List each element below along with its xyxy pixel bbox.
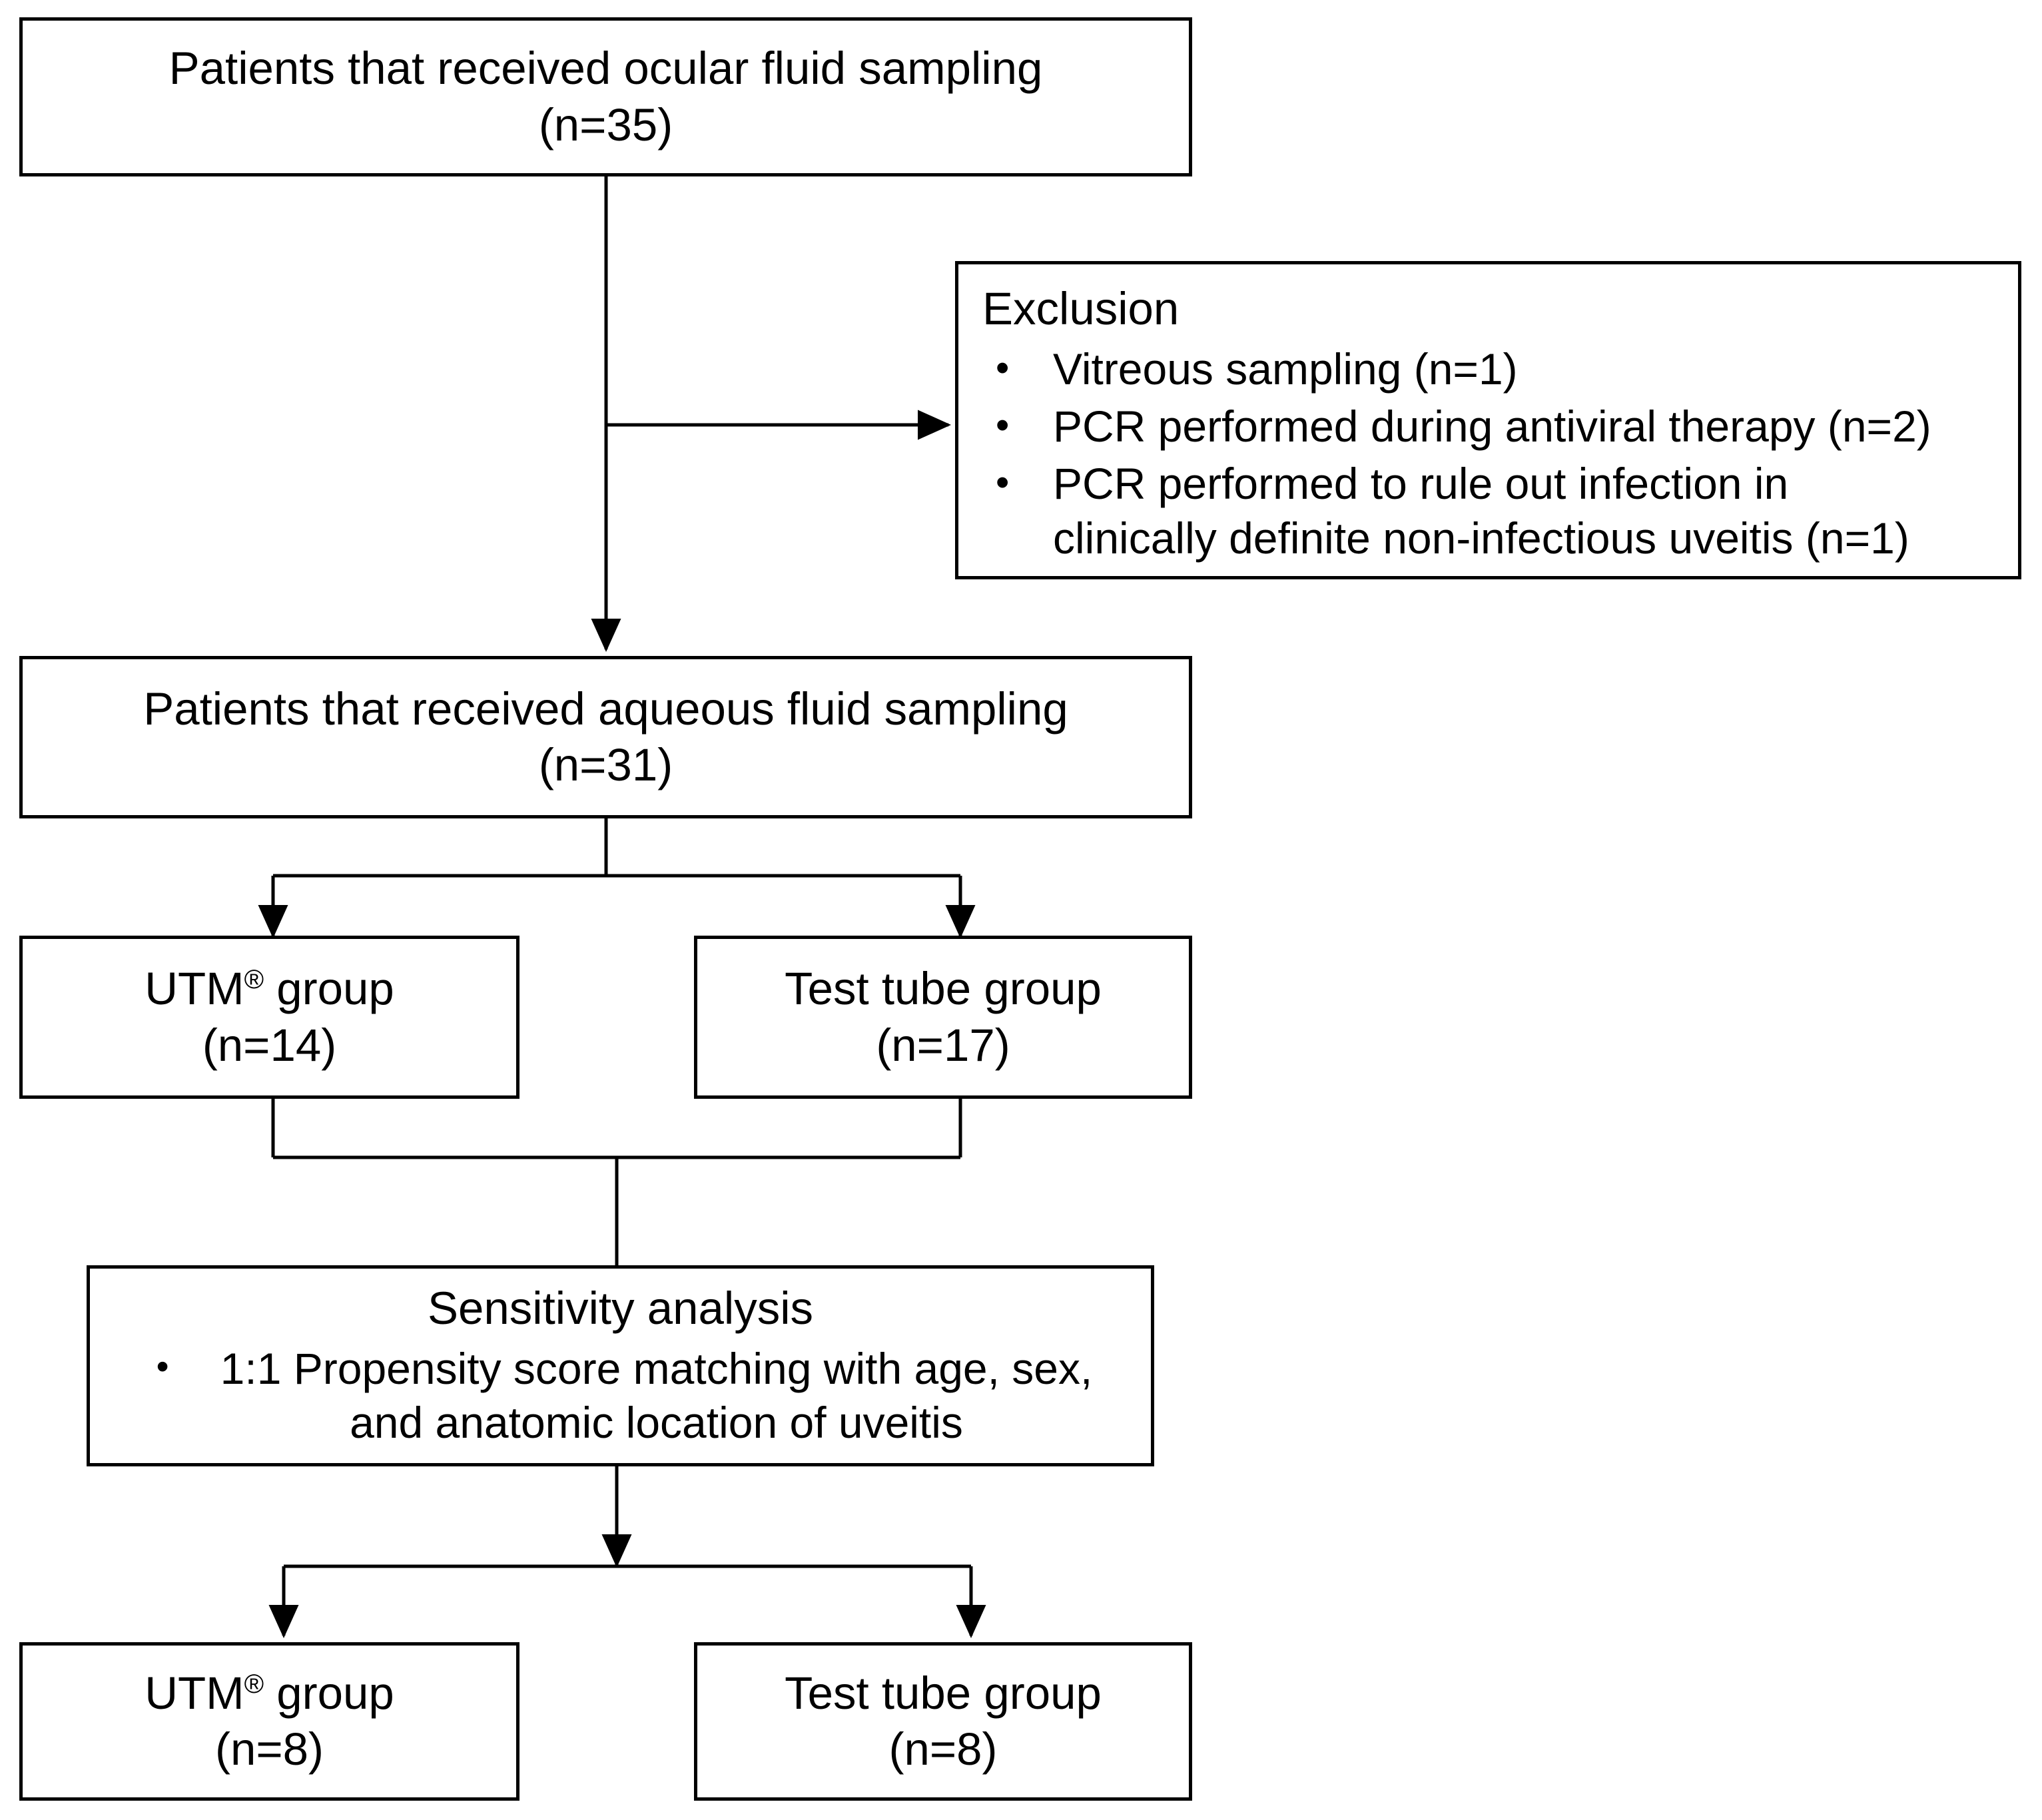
node-utm-group-matched: UTM® group (n=8) bbox=[19, 1642, 519, 1801]
exclusion-bullet-list: • Vitreous sampling (n=1) • PCR performe… bbox=[982, 342, 2003, 568]
node-test-tube-group-matched: Test tube group (n=8) bbox=[694, 1642, 1192, 1801]
node-test-tube-group-primary-count: (n=17) bbox=[876, 1019, 1010, 1071]
node-ocular-line1: Patients that received ocular fluid samp… bbox=[169, 43, 1043, 95]
node-test-tube-group-primary-label: Test tube group bbox=[785, 963, 1102, 1015]
node-utm-group-primary-label: UTM® group bbox=[145, 961, 394, 1017]
list-item: • Vitreous sampling (n=1) bbox=[982, 342, 2003, 397]
exclusion-item-text: Vitreous sampling (n=1) bbox=[1053, 344, 1518, 394]
node-test-tube-group-primary: Test tube group (n=17) bbox=[694, 936, 1192, 1099]
node-test-tube-group-matched-count: (n=8) bbox=[888, 1723, 998, 1775]
utm-label-suffix: group bbox=[264, 963, 394, 1015]
bullet-icon: • bbox=[996, 404, 1010, 448]
bullet-icon: • bbox=[996, 346, 1010, 390]
node-utm-group-matched-label: UTM® group bbox=[145, 1666, 394, 1721]
node-exclusion: Exclusion • Vitreous sampling (n=1) • PC… bbox=[955, 261, 2021, 579]
node-aqueous-count: (n=31) bbox=[538, 739, 673, 790]
utm-label-text: UTM bbox=[145, 1667, 244, 1719]
node-aqueous-fluid-sampling: Patients that received aqueous fluid sam… bbox=[19, 656, 1192, 818]
node-utm-group-primary: UTM® group (n=14) bbox=[19, 936, 519, 1099]
sensitivity-item-text: 1:1 Propensity score matching with age, … bbox=[220, 1343, 1093, 1448]
exclusion-item-text: PCR performed to rule out infection in c… bbox=[1053, 459, 1909, 563]
registered-trademark-icon: ® bbox=[244, 1669, 264, 1699]
node-test-tube-group-matched-label: Test tube group bbox=[785, 1667, 1102, 1719]
node-utm-group-primary-count: (n=14) bbox=[202, 1019, 337, 1071]
list-item: • PCR performed to rule out infection in… bbox=[982, 457, 2003, 566]
node-aqueous-line1: Patients that received aqueous fluid sam… bbox=[143, 683, 1068, 735]
sensitivity-bullet-row: • 1:1 Propensity score matching with age… bbox=[102, 1342, 1139, 1451]
node-ocular-fluid-sampling: Patients that received ocular fluid samp… bbox=[19, 17, 1192, 176]
node-sensitivity-analysis: Sensitivity analysis • 1:1 Propensity sc… bbox=[87, 1265, 1154, 1466]
utm-label-suffix: group bbox=[264, 1667, 394, 1719]
exclusion-item-text: PCR performed during antiviral therapy (… bbox=[1053, 402, 1931, 452]
node-utm-group-matched-count: (n=8) bbox=[215, 1723, 324, 1775]
registered-trademark-icon: ® bbox=[244, 965, 264, 995]
exclusion-heading: Exclusion bbox=[982, 283, 1180, 334]
list-item: • PCR performed during antiviral therapy… bbox=[982, 400, 2003, 454]
utm-label-text: UTM bbox=[145, 963, 244, 1015]
bullet-icon: • bbox=[156, 1346, 169, 1386]
bullet-icon: • bbox=[996, 461, 1010, 505]
sensitivity-heading: Sensitivity analysis bbox=[427, 1282, 814, 1334]
node-ocular-count: (n=35) bbox=[538, 99, 673, 151]
